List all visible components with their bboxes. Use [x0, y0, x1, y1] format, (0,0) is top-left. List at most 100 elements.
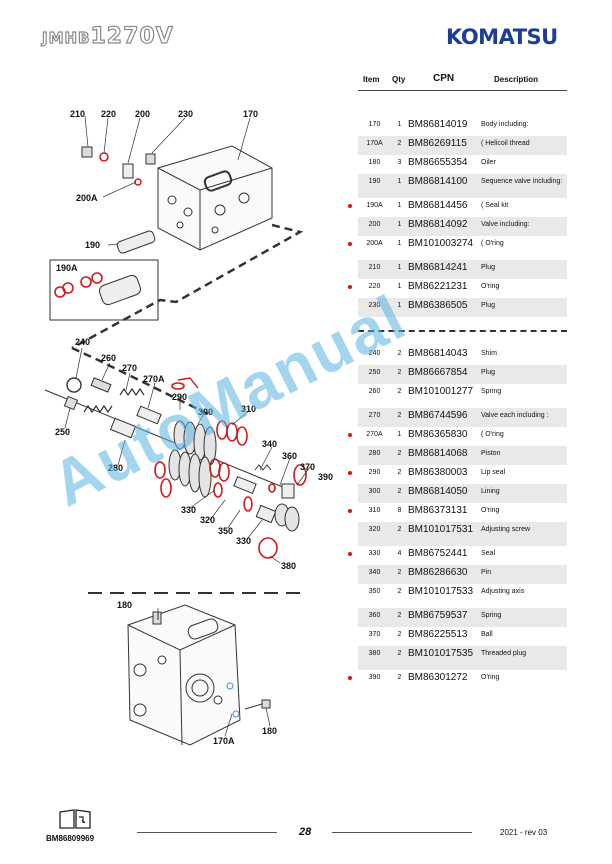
- part-description: O'ring: [481, 674, 500, 681]
- callout-380: 380: [281, 561, 297, 571]
- callout-190A: 190A: [56, 263, 78, 273]
- callout-180-bottom: 180: [262, 726, 278, 736]
- part-description: Spring: [481, 388, 502, 395]
- callout-270: 270: [122, 363, 138, 373]
- part-description: Lining: [481, 488, 500, 495]
- part-cpn: BM86814241: [408, 262, 468, 273]
- part-description: Piston: [481, 450, 501, 457]
- part-item: 270A: [366, 431, 383, 438]
- part-qty: 2: [397, 140, 402, 147]
- callout-310: 310: [241, 404, 257, 414]
- callout-230: 230: [178, 109, 194, 119]
- header-item: Item: [363, 75, 380, 84]
- part-qty: 1: [397, 302, 402, 309]
- callout-200A: 200A: [76, 193, 98, 203]
- callout-330-b: 330: [236, 536, 252, 546]
- revision-date: 2021 - rev 03: [500, 828, 548, 837]
- part-item: 230: [368, 302, 381, 309]
- part-cpn: BM86814050: [408, 486, 468, 497]
- part-cpn: BM86225513: [408, 629, 468, 640]
- callout-290: 290: [172, 392, 188, 402]
- part-item: 240: [368, 350, 381, 357]
- part-qty: 1: [397, 240, 402, 247]
- callout-180-top: 180: [117, 600, 133, 610]
- callout-170: 170: [243, 109, 259, 119]
- part-qty: 2: [397, 350, 402, 357]
- part-qty: 2: [397, 650, 402, 657]
- header-cpn: CPN: [433, 73, 455, 84]
- part-item: 340: [368, 569, 381, 576]
- part-cpn: BM86380003: [408, 467, 468, 478]
- header-rule: [358, 90, 567, 91]
- part-item: 390: [368, 674, 381, 681]
- group-separator: [358, 330, 567, 332]
- part-cpn: BM86386505: [408, 300, 468, 311]
- part-cpn: BM86269115: [408, 138, 467, 149]
- part-qty: 1: [397, 264, 402, 271]
- valve-body-bottom: [127, 604, 241, 746]
- part-description: Seal: [481, 550, 496, 557]
- part-qty: 2: [397, 674, 402, 681]
- part-cpn: BM101017531: [408, 524, 474, 535]
- callout-300: 300: [198, 407, 214, 417]
- callout-340: 340: [262, 439, 278, 449]
- part-qty: 1: [397, 221, 402, 228]
- callout-250: 250: [55, 427, 71, 437]
- part-qty: 4: [397, 550, 402, 557]
- part-description: Valve including:: [481, 221, 530, 228]
- part-qty: 2: [397, 588, 402, 595]
- callout-320: 320: [200, 515, 216, 525]
- part-description: ( Helicoil thread: [481, 140, 530, 147]
- part-item: 250: [368, 369, 381, 376]
- part-cpn: BM86365830: [408, 429, 468, 440]
- part-item: 350: [368, 588, 381, 595]
- part-cpn: BM86814019: [408, 119, 468, 130]
- callout-260: 260: [101, 353, 117, 363]
- part-qty: 2: [397, 526, 402, 533]
- part-item: 170A: [366, 140, 383, 147]
- part-cpn: BM86759537: [408, 610, 468, 621]
- part-qty: 2: [397, 612, 402, 619]
- header-description: Description: [494, 75, 539, 84]
- part-description: Lip seal: [481, 469, 506, 476]
- part-cpn: BM86752441: [408, 548, 468, 559]
- part-description: Plug: [481, 302, 496, 309]
- part-item: 190A: [366, 202, 383, 209]
- wear-part-dot: [348, 676, 352, 680]
- model-number: 1270V: [90, 23, 174, 49]
- part-item: 170: [368, 121, 381, 128]
- part-qty: 1: [397, 431, 402, 438]
- part-qty: 1: [397, 121, 402, 128]
- part-cpn: BM86373131: [408, 505, 468, 516]
- part-cpn: BM86744596: [408, 410, 468, 421]
- callout-240: 240: [75, 337, 91, 347]
- wear-part-dot: [348, 433, 352, 437]
- part-qty: 2: [397, 388, 402, 395]
- part-description: Adjusting axis: [481, 588, 525, 595]
- part-item: 180: [368, 159, 381, 166]
- part-item: 210: [368, 264, 381, 271]
- part-item: 370: [368, 631, 381, 638]
- wear-part-dot: [348, 471, 352, 475]
- part-item: 280: [368, 450, 381, 457]
- part-cpn: BM86221231: [408, 281, 468, 292]
- lining-stack-300: [168, 420, 217, 498]
- part-description: O'ring: [481, 283, 500, 290]
- part-qty: 2: [397, 450, 402, 457]
